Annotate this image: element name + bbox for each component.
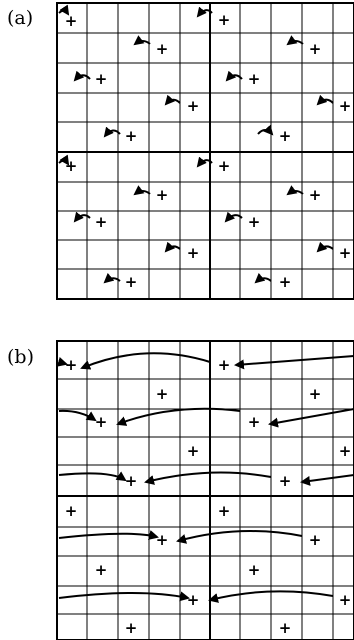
panel-b-grid bbox=[56, 340, 354, 640]
plus-marker: + bbox=[279, 472, 292, 490]
plus-marker: + bbox=[125, 273, 138, 291]
plus-marker: + bbox=[156, 531, 169, 549]
plus-marker: + bbox=[248, 561, 261, 579]
plus-marker: + bbox=[248, 70, 261, 88]
plus-marker: + bbox=[156, 40, 169, 58]
plus-marker: + bbox=[65, 502, 78, 520]
panel-b-arrows bbox=[56, 352, 354, 603]
plus-marker: + bbox=[248, 413, 261, 431]
plus-marker: + bbox=[187, 97, 200, 115]
plus-marker: + bbox=[279, 127, 292, 145]
plus-marker: + bbox=[279, 273, 292, 291]
plus-marker: + bbox=[218, 157, 231, 175]
plus-marker: + bbox=[309, 40, 322, 58]
plus-marker: + bbox=[156, 385, 169, 403]
plus-marker: + bbox=[279, 619, 292, 637]
panel-b-plus-markers: + + + + + + + + + + + + + + + + + + + + bbox=[65, 356, 352, 637]
plus-marker: + bbox=[95, 213, 108, 231]
plus-marker: + bbox=[95, 561, 108, 579]
plus-marker: + bbox=[156, 186, 169, 204]
plus-marker: + bbox=[125, 472, 138, 490]
plus-marker: + bbox=[95, 413, 108, 431]
plus-marker: + bbox=[187, 442, 200, 460]
plus-marker: + bbox=[339, 591, 352, 609]
plus-marker: + bbox=[309, 186, 322, 204]
plus-marker: + bbox=[248, 213, 261, 231]
panel-a-label: (a) bbox=[7, 7, 34, 29]
plus-marker: + bbox=[218, 502, 231, 520]
panel-a-plus-markers: + + + + + + + + + + + + + + + + + + + + bbox=[65, 11, 352, 291]
panel-b-label: (b) bbox=[7, 346, 34, 368]
plus-marker: + bbox=[218, 356, 231, 374]
plus-marker: + bbox=[65, 356, 78, 374]
plus-marker: + bbox=[65, 157, 78, 175]
plus-marker: + bbox=[125, 619, 138, 637]
panel-a-arrows bbox=[58, 4, 334, 284]
plus-marker: + bbox=[218, 11, 231, 29]
panel-a-grid bbox=[56, 2, 354, 300]
plus-marker: + bbox=[187, 244, 200, 262]
plus-marker: + bbox=[339, 442, 352, 460]
plus-marker: + bbox=[125, 127, 138, 145]
plus-marker: + bbox=[65, 12, 78, 30]
plus-marker: + bbox=[187, 591, 200, 609]
plus-marker: + bbox=[339, 97, 352, 115]
plus-marker: + bbox=[309, 531, 322, 549]
plus-marker: + bbox=[339, 244, 352, 262]
plus-marker: + bbox=[309, 385, 322, 403]
plus-marker: + bbox=[95, 70, 108, 88]
